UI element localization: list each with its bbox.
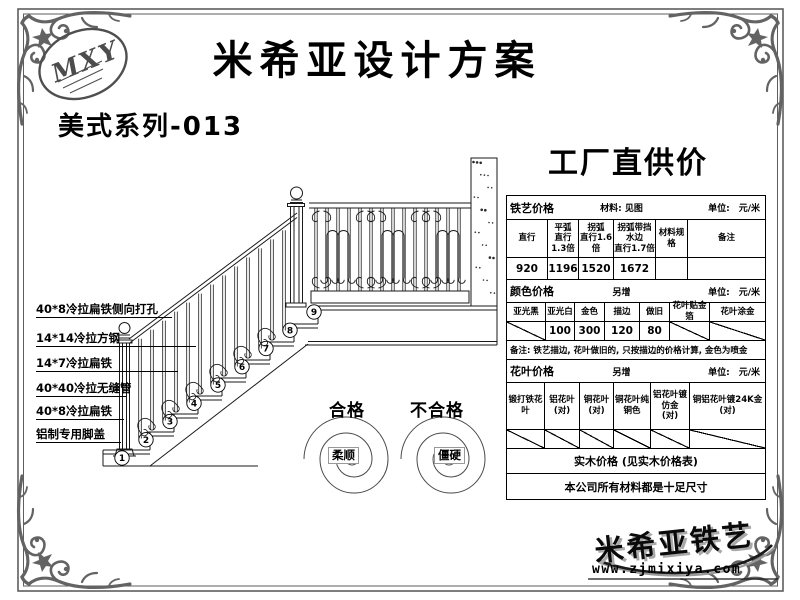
corner-flourish-bottom-left <box>16 474 132 590</box>
section-name: 铁艺价格 <box>510 201 554 215</box>
svg-text:4: 4 <box>191 399 197 409</box>
annotation-baluster-flat-iron: 14*7冷拉扁铁 <box>36 356 178 372</box>
section-note: 材料: 见图 <box>600 204 643 214</box>
pass-label: 合格 <box>329 401 365 421</box>
annotation-foot-cover: 铝制专用脚盖 <box>36 427 121 443</box>
series-label: 美式系列-013 <box>58 112 244 142</box>
svg-text:3: 3 <box>167 418 173 428</box>
annotation-seamless-tube: 40*40冷拉无缝管 <box>36 381 132 397</box>
color-columns-row: 亚光黑 亚光白 金色 描边 做旧 花叶贴金箔 花叶涂金 <box>507 301 765 322</box>
pass-tag: 柔顺 <box>328 447 359 464</box>
fail-tag: 僵硬 <box>434 447 465 464</box>
section-name: 花叶价格 <box>510 365 554 378</box>
svg-text:7: 7 <box>263 345 269 355</box>
iron-values-row: 920 1196 1520 1672 <box>507 257 765 279</box>
monogram-badge <box>38 27 128 101</box>
website-text: www.zjmixiya.com <box>592 562 742 577</box>
wall-column-stipple <box>472 160 496 294</box>
generated-stairwork: 1 2 3 4 5 6 7 8 9 <box>102 208 466 466</box>
svg-text:5: 5 <box>215 381 221 391</box>
svg-text:9: 9 <box>311 308 317 318</box>
annotation-square-steel: 14*14冷拉方钢 <box>36 331 196 347</box>
svg-text:6: 6 <box>239 363 245 373</box>
section-note: 另增 <box>612 367 631 378</box>
color-values-row: 100 300 120 80 <box>507 321 765 340</box>
page-frame <box>17 8 784 592</box>
svg-text:1: 1 <box>119 454 125 464</box>
leaf-columns-row: 锻打铁花叶 铝花叶 (对) 铜花叶 (对) 铜花叶纯铜色 铝花叶镀仿金 (对) … <box>507 382 765 429</box>
corner-flourish-top-right <box>668 10 784 126</box>
price-table: 铁艺价格 材料: 见图 单位:元/米 直行 平弧 直行1.3倍 拐弧 直行1.6… <box>506 195 766 500</box>
leaf-section-header: 花叶价格 另增 单位:元/米 <box>507 359 765 382</box>
page-title: 米希亚设计方案 <box>212 37 542 84</box>
iron-section-header: 铁艺价格 材料: 见图 单位:元/米 <box>507 196 765 219</box>
section-note: 另增 <box>612 287 631 298</box>
svg-text:8: 8 <box>287 326 293 336</box>
svg-text:2: 2 <box>143 436 149 446</box>
fail-label: 不合格 <box>410 401 464 421</box>
color-remark-row: 备注: 铁艺描边, 花叶做旧的, 只按描边的价格计算, 金色为喷金 <box>507 340 765 359</box>
brand-swoosh <box>588 544 778 580</box>
price-panel-title: 工厂直供价 <box>548 146 708 181</box>
annotation-rail-flat-bar: 40*8冷拉扁铁侧向打孔 <box>36 302 172 318</box>
wood-price-row: 实木价格 (见实木价格表) <box>507 448 765 473</box>
iron-columns-row: 直行 平弧 直行1.3倍 拐弧 直行1.6倍 拐弧带挡水边 直行1.7倍 材料规… <box>507 219 765 257</box>
annotation-bottom-flat-iron: 40*8冷拉扁铁 <box>36 404 124 420</box>
section-name: 颜色价格 <box>510 285 554 298</box>
leaf-values-row <box>507 429 765 448</box>
pass-spiral <box>303 416 389 494</box>
guarantee-row: 本公司所有材料都是十足尺寸 <box>507 473 765 499</box>
top-newel-post <box>285 186 307 308</box>
color-section-header: 颜色价格 另增 单位:元/米 <box>507 279 765 302</box>
